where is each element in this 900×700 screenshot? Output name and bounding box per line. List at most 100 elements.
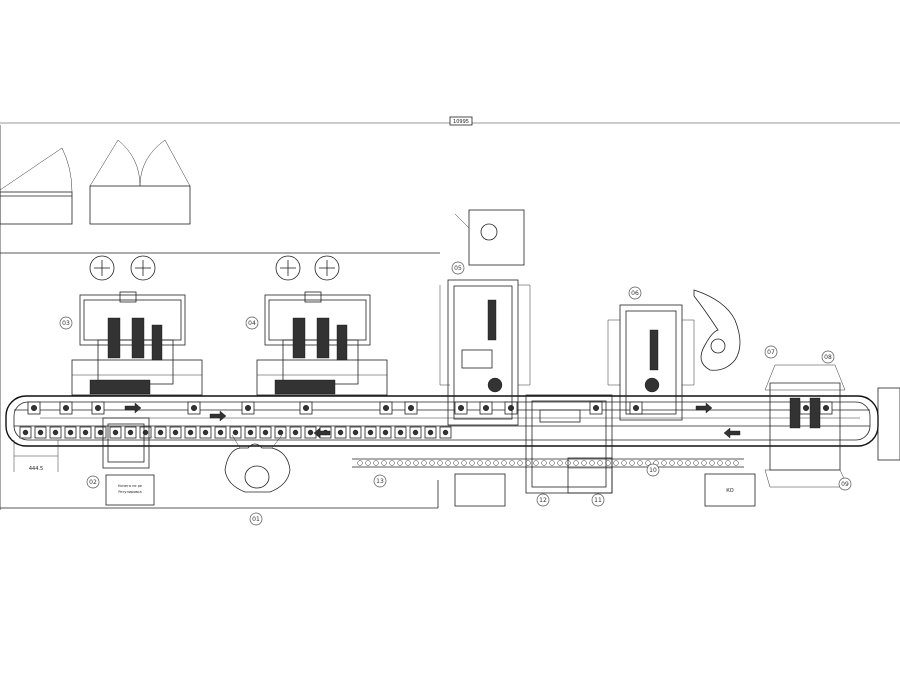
pallet [424,426,437,439]
pallet [79,426,92,439]
part [365,460,371,466]
part [381,460,387,466]
pallet [244,426,257,439]
part [701,460,707,466]
pallet [94,426,107,439]
pallet [379,401,393,415]
part [525,460,531,466]
part [477,460,483,466]
pallet [404,401,418,415]
part [669,460,675,466]
arrow-right-icon [695,402,713,414]
svg-text:02: 02 [89,479,97,486]
part [501,460,507,466]
part [557,460,563,466]
balloon-10: 10 [646,463,660,477]
pallet [154,426,167,439]
pallet [187,401,201,415]
room-outline [0,125,440,510]
pallet [19,426,32,439]
arrow-left-icon [313,427,331,439]
pallet [64,426,77,439]
part [613,460,619,466]
pallet [629,401,643,415]
label-box-left-line1: Ничего не ре [118,484,142,488]
part [493,460,499,466]
pallet [589,401,603,415]
balloon-13: 13 [373,474,387,488]
pallets-lower [19,426,452,439]
robot-arm [693,289,741,371]
svg-text:13: 13 [376,478,384,485]
svg-text:06: 06 [631,290,639,297]
svg-text:11: 11 [594,497,602,504]
svg-text:10: 10 [649,467,657,474]
overall-dimension: 10995 [0,116,900,126]
conveyor-loop [5,395,879,447]
svg-text:07: 07 [767,349,775,356]
pallet [34,426,47,439]
balloons: 01 02 03 04 05 06 07 08 09 10 11 12 13 [59,261,852,526]
pallet [214,426,227,439]
station-08 [764,364,849,488]
part [589,460,595,466]
arrow-right-icon [209,410,227,422]
part [469,460,475,466]
svg-text:08: 08 [824,354,832,361]
box-center [454,473,506,507]
part [709,460,715,466]
door-swings [0,139,191,225]
balloon-05: 05 [451,261,465,275]
part [685,460,691,466]
balloon-11: 11 [591,493,605,507]
part [405,460,411,466]
reel-symbols [89,255,340,281]
pallet [49,426,62,439]
pallet [334,426,347,439]
part [629,460,635,466]
part [621,460,627,466]
pallets-upper [27,401,833,415]
pallet [169,426,182,439]
pallet [199,426,212,439]
part [581,460,587,466]
station-11 [567,457,613,494]
label-box-left: Ничего не ре Регулировка [105,474,155,506]
part [485,460,491,466]
balloon-12: 12 [536,493,550,507]
station-13 [352,458,744,468]
part [549,460,555,466]
pallet [109,426,122,439]
label-box-right-text: КО [726,488,734,494]
pallet [27,401,41,415]
pallet [409,426,422,439]
station-05 [439,279,531,426]
part [717,460,723,466]
part [533,460,539,466]
pallet [184,426,197,439]
pallet [241,401,255,415]
pallet [364,426,377,439]
part [461,460,467,466]
left-dimension: 444.5 [13,440,59,472]
part [413,460,419,466]
svg-text:05: 05 [454,265,462,272]
station-04 [256,291,388,396]
part [429,460,435,466]
pallet [274,426,287,439]
overall-dimension-text: 10995 [453,119,469,125]
part [605,460,611,466]
pallet [394,426,407,439]
part [389,460,395,466]
part [725,460,731,466]
part [445,460,451,466]
part [645,460,651,466]
part [397,460,403,466]
svg-text:03: 03 [62,320,70,327]
station-03 [71,291,203,396]
part [453,460,459,466]
part [565,460,571,466]
pallet [259,426,272,439]
operator-figure [224,434,291,493]
pallet [479,401,493,415]
